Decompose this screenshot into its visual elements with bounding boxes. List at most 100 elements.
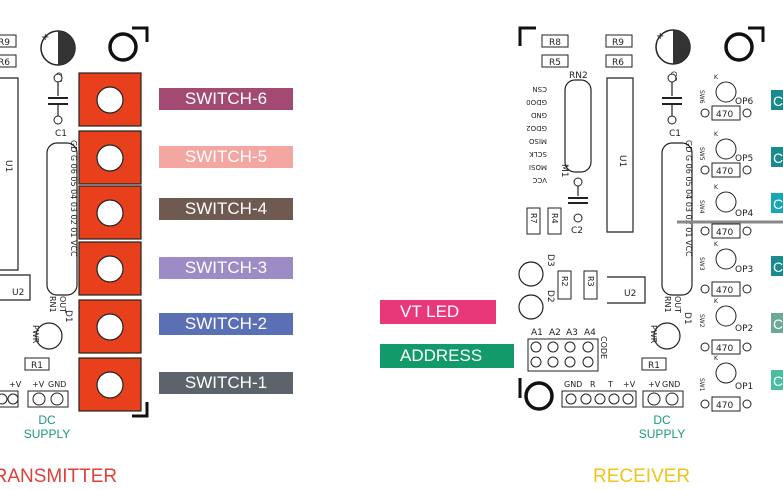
tx-pwr-led xyxy=(35,322,63,350)
tx-vplus2-label: +V xyxy=(32,380,45,389)
svg-text:C: C xyxy=(773,259,783,275)
tx-resistor-network xyxy=(46,142,78,296)
svg-text:K: K xyxy=(714,74,719,81)
svg-text:A3: A3 xyxy=(566,328,578,338)
rx-output-row-3: K SW3 OP3 470 xyxy=(698,241,753,297)
svg-text:OP3: OP3 xyxy=(735,265,753,275)
rx-output-tabs: C C C C C C xyxy=(771,90,783,390)
rx-dc-line2: SUPPLY xyxy=(638,427,686,441)
svg-text:SCLK: SCLK xyxy=(529,150,547,158)
switch-2-label: SWITCH-2 xyxy=(159,313,293,335)
svg-text:C: C xyxy=(773,93,783,109)
svg-text:470: 470 xyxy=(716,167,733,177)
svg-text:CSN: CSN xyxy=(532,85,547,93)
rx-rn2-label: RN2 xyxy=(569,71,588,81)
tx-out-label: OUT xyxy=(58,296,67,313)
rx-output-row-4: K SW4 OP4 470 xyxy=(698,184,754,239)
tx-dc-supply-label: DC SUPPLY xyxy=(12,413,82,441)
svg-text:470: 470 xyxy=(716,110,733,120)
switch-1-label: SWITCH-1 xyxy=(159,372,293,394)
rx-address-jumpers[interactable] xyxy=(527,338,599,372)
svg-text:470: 470 xyxy=(716,286,733,296)
svg-text:OP5: OP5 xyxy=(735,154,753,164)
rx-resistor-network xyxy=(661,142,693,296)
svg-text:C: C xyxy=(773,373,783,389)
svg-text:A1: A1 xyxy=(531,328,543,338)
tx-pwr-label: PWR xyxy=(31,325,40,344)
transmitter-title: TRANSMITTER xyxy=(0,466,118,487)
svg-text:VCC: VCC xyxy=(532,176,547,184)
svg-text:MOSI: MOSI xyxy=(529,163,547,171)
svg-text:GND: GND xyxy=(564,380,582,389)
rx-r6-label: R6 xyxy=(612,58,624,68)
svg-text:C: C xyxy=(773,316,783,332)
rx-c2-label: C2 xyxy=(571,226,583,236)
svg-text:+V: +V xyxy=(623,380,636,389)
rx-r4-label: R4 xyxy=(550,213,559,224)
switch-4-label: SWITCH-4 xyxy=(159,198,293,220)
svg-text:T: T xyxy=(607,380,613,389)
rx-u2-label: U2 xyxy=(624,289,636,299)
svg-text:A4: A4 xyxy=(584,328,596,338)
tx-switch-3[interactable] xyxy=(78,241,142,296)
tx-r1-label: R1 xyxy=(31,361,43,371)
rx-pwr-led xyxy=(653,322,681,350)
tx-vplus-label: +V xyxy=(9,380,22,389)
rx-r7-label: R7 xyxy=(529,213,538,224)
rx-vplus-label: +V xyxy=(648,380,661,389)
rx-rn1-label: RN1 xyxy=(663,296,672,313)
svg-text:A2: A2 xyxy=(549,328,561,338)
rx-serial-header-labels: GND R T +V xyxy=(564,380,636,389)
tx-r9-label: R9 xyxy=(0,38,10,48)
rx-r1-label: R1 xyxy=(648,361,660,371)
svg-text:SW3: SW3 xyxy=(698,257,705,271)
tx-dc-line1: DC xyxy=(38,413,56,427)
svg-text:K: K xyxy=(714,131,719,138)
rx-d2-label: D2 xyxy=(545,290,555,303)
switch-5-label: SWITCH-5 xyxy=(159,146,293,168)
svg-text:SW1: SW1 xyxy=(698,378,705,392)
svg-text:SW5: SW5 xyxy=(698,147,705,161)
tx-u1-label: U1 xyxy=(3,160,13,172)
svg-text:K: K xyxy=(714,355,719,362)
rx-led-d2 xyxy=(518,294,544,320)
svg-text:C: C xyxy=(773,150,783,166)
svg-text:K: K xyxy=(714,184,719,191)
svg-text:GND: GND xyxy=(531,111,547,119)
svg-text:C: C xyxy=(773,196,783,212)
rx-code-label: CODE xyxy=(599,336,608,359)
rx-mounting-ring xyxy=(724,32,754,62)
rx-dc-supply-label: DC SUPPLY xyxy=(627,413,697,441)
rx-gnd-label: GND xyxy=(662,380,680,389)
svg-text:R: R xyxy=(590,380,596,389)
rx-dc-header[interactable] xyxy=(642,390,684,408)
rx-m1-label: M1 xyxy=(559,164,569,178)
svg-text:K: K xyxy=(714,241,719,248)
tx-dc-line2: SUPPLY xyxy=(23,427,71,441)
rx-address-labels: A1 A2 A3 A4 xyxy=(531,328,596,338)
rx-u1-label: U1 xyxy=(617,155,627,167)
svg-text:+: + xyxy=(656,31,664,42)
svg-text:OP2: OP2 xyxy=(735,324,753,334)
tx-c1-label: C1 xyxy=(55,129,67,139)
rx-mounting-ring-bottom xyxy=(524,381,554,411)
rx-d3-label: D3 xyxy=(545,254,555,267)
rx-output-row-6: K SW6 OP6 470 xyxy=(698,74,754,121)
svg-text:OP4: OP4 xyxy=(735,209,754,219)
svg-text:GDO0: GDO0 xyxy=(526,98,547,106)
svg-text:GDO2: GDO2 xyxy=(526,124,547,132)
rx-serial-header[interactable] xyxy=(561,390,637,408)
rx-pin-labels: GD G 06 05 04 03 02 01 VCC xyxy=(684,140,693,257)
svg-text:SW4: SW4 xyxy=(698,200,705,214)
tx-u2-label: U2 xyxy=(12,288,24,298)
svg-text:470: 470 xyxy=(716,228,733,238)
svg-text:OP1: OP1 xyxy=(735,382,753,392)
receiver-title: RECEIVER xyxy=(593,466,691,487)
svg-text:470: 470 xyxy=(716,401,733,411)
rx-out-label: OUT xyxy=(673,296,682,313)
rx-d1-label: D1 xyxy=(682,312,692,325)
tx-d1-label: D1 xyxy=(63,310,73,323)
svg-text:K: K xyxy=(714,298,719,305)
tx-mounting-ring xyxy=(108,32,138,62)
